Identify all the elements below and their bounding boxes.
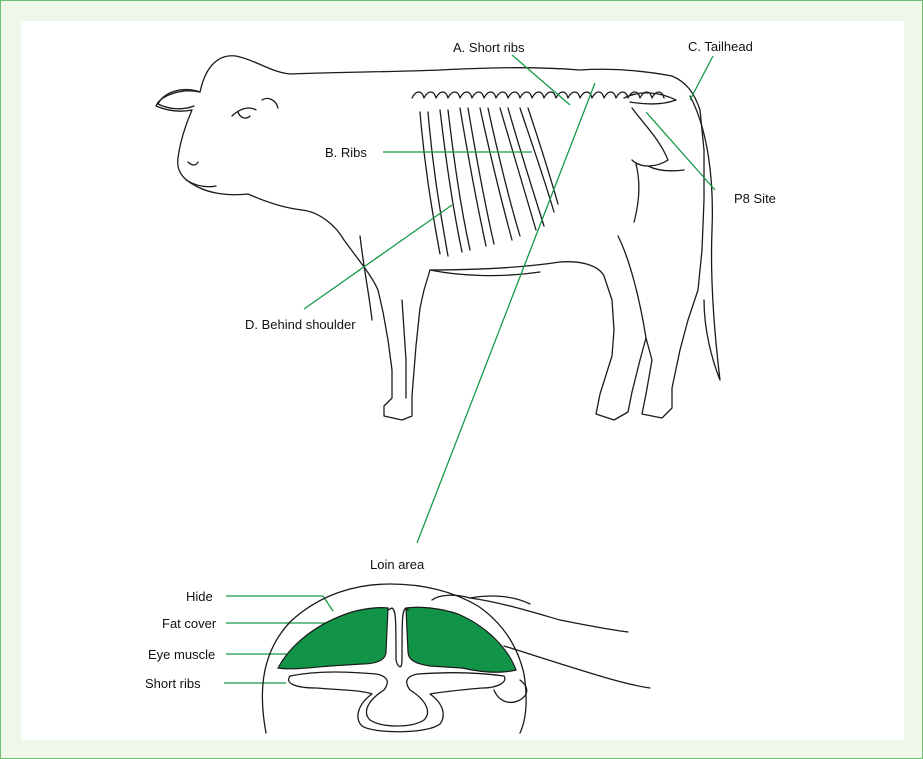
leader-tailhead (690, 56, 713, 100)
cow-chest (360, 236, 372, 320)
leader-lines (224, 55, 715, 683)
cow-illustration (156, 56, 720, 420)
label-loin-area: Loin area (370, 557, 425, 572)
label-cross-short-ribs: Short ribs (145, 676, 201, 691)
spinous-process (388, 608, 408, 667)
cow-eye (232, 98, 278, 118)
label-p8-site: P8 Site (734, 191, 776, 206)
label-eye-muscle: Eye muscle (148, 647, 215, 662)
cow-front-leg (402, 300, 406, 398)
label-behind-shoulder: D. Behind shoulder (245, 317, 356, 332)
vertebra-body (289, 672, 505, 732)
label-ribs: B. Ribs (325, 145, 367, 160)
cow-muzzle (186, 162, 216, 187)
label-hide: Hide (186, 589, 213, 604)
cow-belly (430, 270, 540, 276)
eye-muscle-right (406, 607, 516, 672)
label-tailhead: C. Tailhead (688, 39, 753, 54)
label-fat-cover: Fat cover (162, 616, 217, 631)
label-short-ribs: A. Short ribs (453, 40, 525, 55)
cow-tail (690, 96, 720, 380)
eye-muscle-left (278, 608, 388, 669)
cow-outline (156, 56, 704, 420)
cow-pelvis (624, 93, 684, 222)
labels: A. Short ribs C. Tailhead B. Ribs P8 Sit… (145, 39, 776, 691)
cow-hind-leg (618, 236, 646, 338)
loin-cross-section (262, 584, 650, 733)
